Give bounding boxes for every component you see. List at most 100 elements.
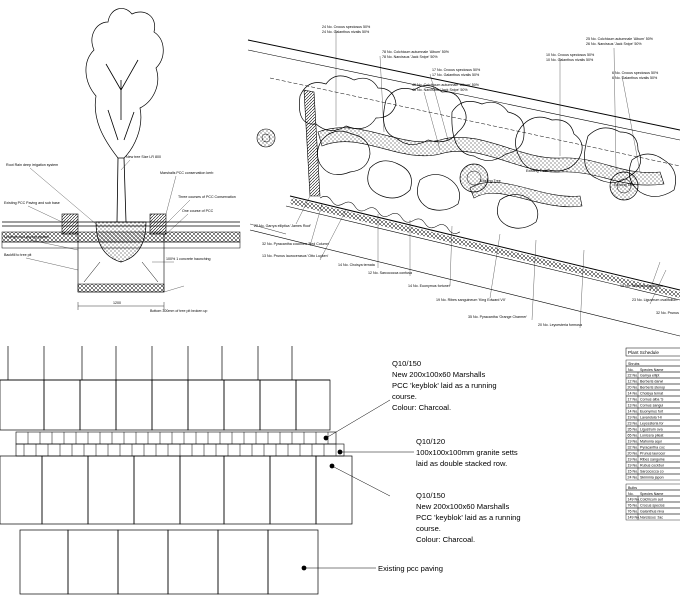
- plan-label-17-galanthus: 17 No. Galanthus nivalis 50%: [432, 73, 480, 77]
- table-cell-species: Berberis darwi: [640, 380, 663, 384]
- tree-label-10: 100% 1 concrete haunching: [166, 257, 211, 261]
- table-cell-species: Crocus specios: [640, 504, 665, 508]
- table-row: 19 No.Rubus cockbur: [625, 461, 680, 469]
- table-cell-species: Colchicum aut: [640, 498, 663, 502]
- plan-label-24-crocus: 24 No. Crocus speciosus 50%: [322, 25, 371, 29]
- tree-label-9: Bottom 300mm of tree pit broken up: [150, 309, 207, 313]
- plan-label-6-crocus: 6 No. Crocus speciosus 50%: [612, 71, 659, 75]
- kerb-right: [149, 213, 167, 235]
- rear-boundary: [247, 39, 680, 131]
- plan-label-17-crocus: 17 No. Crocus speciosus 50%: [432, 68, 481, 72]
- table-cell-qty: 12 No.: [628, 380, 639, 384]
- tree-label-3: Marshalls PCC conservation kerb: [160, 171, 213, 175]
- plant-schedule: Plant Schedule Shrubs No. Species Name 2…: [625, 347, 680, 521]
- table-row: 17 No.Cornus alba 'S: [625, 395, 680, 403]
- table-cell-qty: 14 No.: [628, 410, 639, 414]
- table-cell-species: Sarcococca co: [640, 470, 664, 474]
- table-cell-species: Garrya ellipt: [640, 374, 659, 378]
- shrubs-header-row: No. Species Name: [625, 365, 680, 373]
- table-row: 13 No.Cornus sangui: [625, 401, 680, 409]
- table-cell-qty: 20 No.: [628, 386, 639, 390]
- front-kerb: [289, 195, 680, 291]
- table-cell-qty: 65 No.: [628, 434, 639, 438]
- tree-label-7: Underground guying system: [4, 235, 49, 239]
- table-cell-species: Skimmia japon: [640, 476, 664, 480]
- plan-label-10-galanthus: 10 No. Galanthus nivalis 50%: [546, 58, 594, 62]
- tree-label-6: One course of PCC: [182, 209, 214, 213]
- paving-detail: [0, 346, 414, 595]
- plan-label-mahonia: 19 No. Mahonia aquifolium: [620, 284, 663, 288]
- table-cell-species: Euonymus fort: [640, 410, 663, 414]
- plan-label-10-crocus: 10 No. Crocus speciosus 50%: [546, 53, 595, 57]
- table-row: 23 No.Leycesteria for: [625, 419, 680, 427]
- paving-top-course: [0, 346, 331, 431]
- existing-tree-label-1: Existing Tree: [480, 179, 501, 183]
- bulb-drift: [317, 127, 665, 186]
- plan-label-6-galanthus: 6 No. Galanthus nivalis 50%: [612, 76, 658, 80]
- planting-plan: Existing Tree Existing Tree Existing Tre…: [247, 25, 680, 337]
- table-row: 19 No.Mahonia aqui: [625, 437, 680, 445]
- table-cell-species: Pyracantha coc: [640, 446, 665, 450]
- plan-label-leycesteria: 20 No. Leycesteria formosa: [538, 323, 582, 327]
- existing-trees: Existing Tree Existing Tree Existing Tre…: [256, 128, 639, 201]
- plan-label-25-colchicum: 25 No. Colchicum autumnale 'Album' 50%: [586, 37, 654, 41]
- table-row: 76 No.Galanthus niva: [625, 507, 680, 515]
- table-cell-qty: 23 No.: [628, 422, 639, 426]
- table-row: 35 No.Ligustrum ova: [625, 425, 680, 433]
- plan-label-ribes: 19 No. Ribes sanguineum 'King Edward VII…: [436, 298, 506, 302]
- table-cell-species: Choisya ternat: [640, 392, 663, 396]
- tree-label-1: Root Rain deep irrigation system: [6, 163, 58, 167]
- table-cell-qty: 14 No.: [628, 392, 639, 396]
- paving-notes: Q10/150 New 200x100x60 Marshalls PCC 'ke…: [378, 359, 523, 573]
- table-cell-qty: 76 No.: [628, 504, 639, 508]
- svg-text:Species Name: Species Name: [640, 368, 663, 372]
- existing-paving: [19, 529, 319, 595]
- existing-tree-label-3: Existing Tree: [614, 183, 635, 187]
- table-cell-species: Lonicera pileat: [640, 434, 663, 438]
- tree-trunk: [105, 59, 139, 223]
- table-cell-qty: 24 No.: [628, 476, 639, 480]
- plan-label-pyracantha-red: 32 No. Pyracantha coccinea 'Red Column': [262, 242, 330, 246]
- table-cell-species: Leycesteria for: [640, 422, 664, 426]
- plan-label-euonymus: 14 No. Euonymus fortunei: [408, 284, 450, 288]
- note-existing-paving: Existing pcc paving: [378, 564, 443, 573]
- table-row: 19 No.Lavandula 'Hi: [625, 413, 680, 421]
- svg-text:Species Name: Species Name: [640, 492, 663, 496]
- table-row: 20 No.Berberis stenop: [625, 383, 680, 391]
- table-cell-species: Lavandula 'Hi: [640, 416, 662, 420]
- tree-pit-section: 1200 Root Rain deep irrigation system Ne…: [1, 8, 241, 313]
- plant-schedule-title: Plant Schedule: [628, 350, 659, 355]
- wall-shrub-strip: [303, 89, 321, 197]
- root-ball: [95, 221, 147, 263]
- tree-label-8: Backfill to tree pit: [4, 253, 31, 257]
- table-cell-species: Berberis stenop: [640, 386, 665, 390]
- table-cell-qty: 149 No.: [628, 516, 641, 520]
- tree-pit-dimension: 1200: [113, 301, 121, 305]
- table-cell-species: Cornus alba 'S: [640, 398, 664, 402]
- plan-label-pyracantha-orange: 35 No. Pyracantha 'Orange Charmer': [468, 315, 527, 319]
- tree-label-2: New tree Size LR 800: [126, 155, 161, 159]
- plan-label-choisya: 14 No. Choisya ternata: [338, 263, 375, 267]
- plan-label-prunus-otto: 13 No. Prunus laurocerasus 'Otto Luyken': [262, 254, 329, 258]
- table-row: 149 No.Colchicum aut: [625, 495, 680, 503]
- svg-text:No.: No.: [628, 492, 634, 496]
- paving-lower-course: [0, 455, 353, 525]
- table-row: 76 No.Crocus specios: [625, 501, 680, 509]
- table-row: 19 No.Ribes sanguine: [625, 455, 680, 463]
- table-cell-qty: 13 No.: [628, 404, 639, 408]
- note-lower-keyblok: Q10/150 New 200x100x60 Marshalls PCC 'ke…: [416, 491, 523, 544]
- note-granite-setts: Q10/120 100x100x100mm granite setts laid…: [416, 437, 520, 468]
- table-cell-qty: 15 No.: [628, 470, 639, 474]
- svg-text:No.: No.: [628, 368, 634, 372]
- table-cell-qty: 32 No.: [628, 446, 639, 450]
- plan-label-46-colchicum: 46 No. Colchicum autumnale 'Album' 50%: [412, 83, 480, 87]
- tree-label-5: Three courses of PCC Conservation: [178, 195, 236, 199]
- plan-label-prunus: 32 No. Prunus: [656, 311, 679, 315]
- table-cell-qty: 22 No.: [628, 374, 639, 378]
- plan-label-26-narcissus: 26 No. Narcissus 'Jack Snipe' 50%: [586, 42, 642, 46]
- shrubs-heading: Shrubs: [628, 362, 640, 366]
- note-top-keyblok: Q10/150 New 200x100x60 Marshalls PCC 'ke…: [392, 359, 499, 412]
- plan-label-78-narcissus: 78 No. Narcissus 'Jack Snipe' 50%: [382, 55, 438, 59]
